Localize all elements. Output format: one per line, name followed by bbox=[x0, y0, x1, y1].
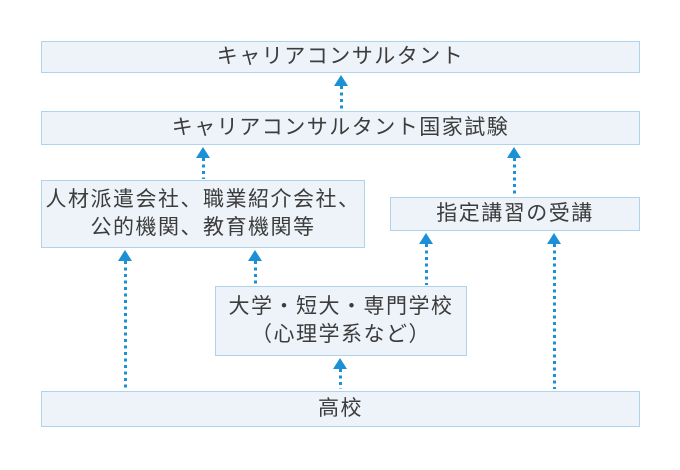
flow-arrow-highschool-to-course bbox=[547, 233, 561, 389]
flow-arrow-course-to-exam bbox=[507, 147, 521, 196]
arrowhead-up-icon bbox=[333, 358, 347, 369]
flow-arrow-highschool-to-agencies bbox=[118, 250, 132, 389]
arrowhead-up-icon bbox=[196, 147, 210, 158]
arrowhead-up-icon bbox=[547, 233, 561, 244]
node-label: キャリアコンサルタント bbox=[216, 45, 465, 69]
node-label: 大学・短大・専門学校 （心理学系など） bbox=[228, 295, 454, 346]
arrowhead-up-icon bbox=[334, 75, 348, 86]
node-national-exam: キャリアコンサルタント国家試験 bbox=[41, 111, 640, 145]
dotted-line bbox=[512, 158, 516, 196]
flow-arrow-agencies-to-exam bbox=[196, 147, 210, 179]
dotted-line bbox=[339, 86, 343, 110]
node-highschool: 高校 bbox=[41, 391, 640, 427]
flow-arrow-exam-to-consultant bbox=[334, 75, 348, 110]
dotted-line bbox=[424, 244, 428, 285]
flow-arrow-university-to-agencies bbox=[248, 250, 262, 285]
node-label: 人材派遣会社、職業紹介会社、 公的機関、教育機関等 bbox=[45, 188, 361, 239]
node-label: 高校 bbox=[318, 397, 363, 421]
flow-arrow-university-to-course bbox=[419, 233, 433, 285]
node-designated-course: 指定講習の受講 bbox=[390, 197, 640, 231]
node-university: 大学・短大・専門学校 （心理学系など） bbox=[215, 286, 467, 356]
dotted-line bbox=[123, 261, 127, 389]
dotted-line bbox=[253, 261, 257, 285]
arrowhead-up-icon bbox=[118, 250, 132, 261]
arrowhead-up-icon bbox=[248, 250, 262, 261]
dotted-line bbox=[552, 244, 556, 389]
arrowhead-up-icon bbox=[507, 147, 521, 158]
node-consultant: キャリアコンサルタント bbox=[41, 41, 640, 73]
node-label: キャリアコンサルタント国家試験 bbox=[171, 116, 510, 140]
flow-arrow-highschool-to-university bbox=[333, 358, 347, 389]
node-agencies: 人材派遣会社、職業紹介会社、 公的機関、教育機関等 bbox=[41, 180, 365, 248]
arrowhead-up-icon bbox=[419, 233, 433, 244]
dotted-line bbox=[338, 369, 342, 389]
dotted-line bbox=[201, 158, 205, 179]
node-label: 指定講習の受講 bbox=[436, 202, 594, 226]
